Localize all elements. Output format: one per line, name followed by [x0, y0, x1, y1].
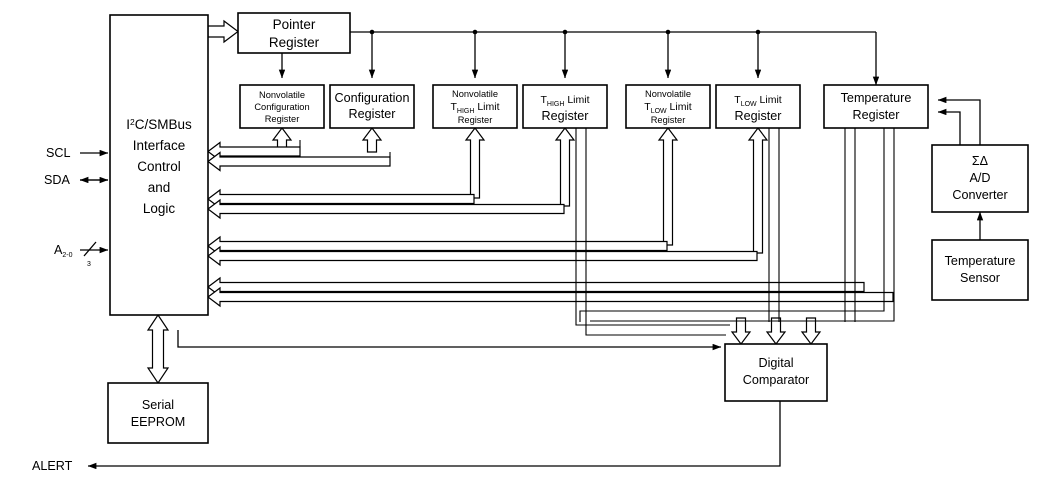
- nv-tlow-label-line2: TLOW Limit: [644, 101, 692, 115]
- thigh-label-line1: THIGH Limit: [540, 94, 589, 108]
- arrow-bus-to-comparator-1: [730, 317, 752, 345]
- pointer-label-line2: Register: [269, 35, 320, 50]
- comparator-label-line1: Digital: [759, 356, 794, 370]
- block-config-register[interactable]: [329, 84, 415, 129]
- interface-label-line1: I2C/SMBus: [126, 117, 192, 132]
- path-temp-reg-bus-c: [579, 128, 885, 322]
- path-thigh-to-comparator-b: [585, 128, 726, 336]
- arrow-interface-eeprom-bidirectional: [146, 313, 170, 385]
- interface-label-line3: Control: [137, 159, 181, 174]
- path-adc-to-temp-reg-a: [937, 96, 981, 145]
- block-nv-thigh-limit-register[interactable]: [432, 84, 518, 129]
- signal-label-address-width: 3: [87, 261, 91, 268]
- signal-label-address: A2-0: [54, 243, 73, 259]
- signal-label-sda: SDA: [44, 173, 70, 187]
- block-tlow-limit-register[interactable]: [715, 84, 801, 129]
- temp-sensor-label-line2: Sensor: [960, 271, 1000, 285]
- arrow-to-interface-6: [207, 245, 758, 267]
- arrow-to-interface-2: [207, 151, 391, 172]
- arrow-bus-to-tlow: [747, 127, 769, 254]
- nv-thigh-label-line3: Register: [458, 115, 493, 125]
- eeprom-label-line2: EEPROM: [131, 415, 186, 429]
- block-nv-tlow-limit-register[interactable]: [625, 84, 711, 129]
- block-temperature-register[interactable]: [823, 84, 929, 129]
- nv-config-label-line1: Nonvolatile: [259, 90, 305, 100]
- block-nv-config-register[interactable]: [239, 84, 325, 129]
- thigh-label-line2: Register: [542, 109, 589, 123]
- arrow-to-interface-8: [207, 286, 894, 308]
- arrow-bus-to-nv-tlow: [657, 127, 679, 246]
- eeprom-label-line1: Serial: [142, 398, 174, 412]
- nv-tlow-label-line3: Register: [651, 115, 686, 125]
- nv-config-label-line3: Register: [265, 114, 300, 124]
- tlow-label-line1: TLOW Limit: [734, 94, 782, 108]
- temp-reg-label-line1: Temperature: [841, 91, 912, 105]
- signal-label-alert: ALERT: [32, 459, 73, 473]
- block-interface-control-logic[interactable]: [109, 14, 209, 316]
- pointer-label-line1: Pointer: [273, 17, 316, 32]
- config-label-line2: Register: [349, 107, 396, 121]
- signal-label-scl: SCL: [46, 146, 71, 160]
- arrow-interface-to-pointer: [207, 19, 239, 44]
- tlow-label-line2: Register: [735, 109, 782, 123]
- block-pointer-register[interactable]: [237, 12, 351, 54]
- bus-slash-addr: [83, 241, 97, 257]
- arrow-bus-to-comparator-2: [765, 317, 787, 345]
- nv-tlow-label-line1: Nonvolatile: [645, 89, 691, 99]
- config-label-line1: Configuration: [335, 91, 410, 105]
- arrow-to-interface-4: [207, 198, 565, 220]
- arrow-bus-to-config: [361, 127, 383, 153]
- interface-label-line5: Logic: [143, 201, 176, 216]
- path-thigh-to-comparator-a: [575, 128, 730, 326]
- arrow-bus-to-nv-thigh: [464, 127, 486, 199]
- nv-thigh-label-line1: Nonvolatile: [452, 89, 498, 99]
- path-comparator-to-alert: [87, 401, 781, 470]
- interface-label-line2: Interface: [133, 138, 186, 153]
- nv-thigh-label-line2: THIGH Limit: [450, 101, 499, 115]
- block-ad-converter[interactable]: [931, 144, 1029, 213]
- interface-label-line4: and: [148, 180, 171, 195]
- block-serial-eeprom[interactable]: [107, 382, 209, 444]
- path-interface-to-comparator: [177, 330, 722, 351]
- adc-label-line1: ΣΔ: [972, 154, 989, 168]
- arrow-bus-to-thigh: [554, 127, 576, 207]
- comparator-label-line2: Comparator: [743, 373, 810, 387]
- adc-label-line2: A/D: [970, 171, 991, 185]
- path-temp-reg-bus-d: [590, 128, 895, 322]
- block-thigh-limit-register[interactable]: [522, 84, 608, 129]
- block-temperature-sensor[interactable]: [931, 239, 1029, 301]
- path-adc-to-temp-reg-b: [937, 108, 961, 145]
- temp-sensor-label-line1: Temperature: [945, 254, 1016, 268]
- arrow-bus-to-comparator-3: [800, 317, 822, 345]
- temp-reg-label-line2: Register: [853, 108, 900, 122]
- nv-config-label-line2: Configuration: [254, 102, 309, 112]
- adc-label-line3: Converter: [952, 188, 1007, 202]
- block-digital-comparator[interactable]: [724, 343, 828, 402]
